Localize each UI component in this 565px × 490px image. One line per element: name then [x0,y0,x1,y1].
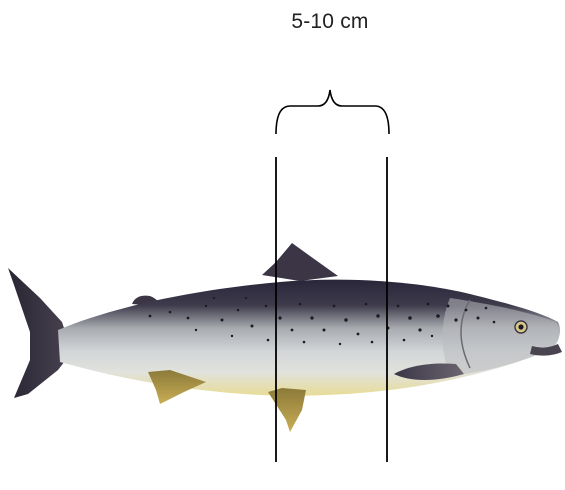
pelvic-fin [268,388,306,432]
fish-head [443,298,560,376]
measurement-bracket [276,90,389,134]
pupil [518,324,523,329]
dorsal-fin [262,243,338,281]
